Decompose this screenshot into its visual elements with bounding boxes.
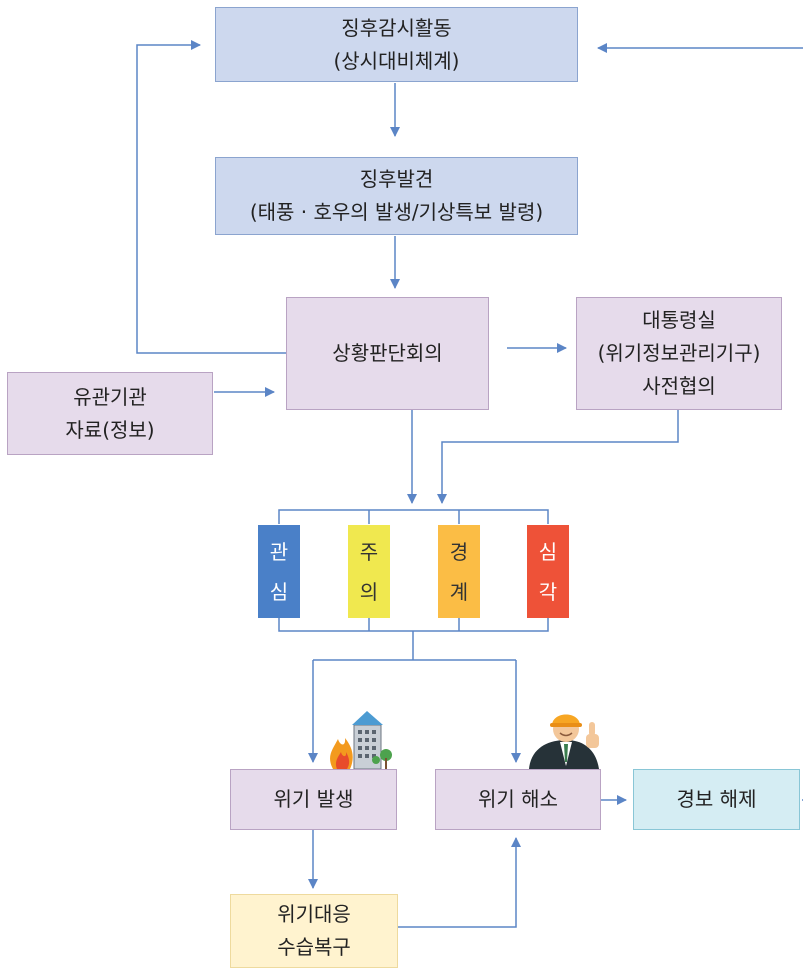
level-alert-bottom: 계 bbox=[449, 579, 469, 604]
worker-thumbs-up-icon bbox=[529, 714, 599, 769]
crisis-resolved-box: 위기 해소 bbox=[435, 769, 601, 830]
agency-data-subtitle: 자료(정보) bbox=[65, 417, 155, 442]
burning-building-icon bbox=[330, 711, 392, 770]
alert-lifted-title: 경보 해제 bbox=[676, 787, 757, 811]
situation-meeting-title: 상황판단회의 bbox=[332, 341, 443, 365]
level-alert-top: 경 bbox=[449, 539, 469, 564]
crisis-occurs-box: 위기 발생 bbox=[230, 769, 397, 830]
level-caution-bottom: 의 bbox=[359, 579, 379, 604]
level-caution: 주 의 bbox=[348, 525, 390, 618]
level-interest-top: 관 bbox=[269, 539, 289, 564]
presidential-office-subtitle: (위기정보관리기구) bbox=[597, 341, 761, 365]
arrow-presidential-office-to-levels bbox=[437, 410, 679, 504]
level-caution-top: 주 bbox=[359, 539, 379, 564]
detection-title: 징후발견 bbox=[359, 167, 434, 191]
levels-top-bracket bbox=[278, 509, 549, 524]
level-serious-top: 심 bbox=[538, 539, 558, 564]
alert-lifted-box: 경보 해제 bbox=[633, 769, 800, 830]
arrow-response-to-crisis-resolved bbox=[398, 837, 521, 928]
level-serious: 심 각 bbox=[527, 525, 569, 618]
detection-box: 징후발견 (태풍 · 호우의 발생/기상특보 발령) bbox=[215, 157, 578, 235]
monitoring-subtitle: (상시대비체계) bbox=[333, 48, 460, 73]
level-serious-bottom: 각 bbox=[538, 579, 558, 604]
response-recovery-subtitle: 수습복구 bbox=[277, 935, 351, 959]
agency-data-box: 유관기관 자료(정보) bbox=[7, 372, 213, 455]
presidential-office-title: 대통령실 bbox=[642, 308, 716, 332]
crisis-resolved-title: 위기 해소 bbox=[478, 787, 558, 811]
situation-meeting-box: 상황판단회의 bbox=[286, 297, 489, 410]
level-alert: 경 계 bbox=[438, 525, 480, 618]
level-interest-bottom: 심 bbox=[269, 579, 289, 604]
presidential-office-note: 사전협의 bbox=[642, 374, 716, 398]
crisis-occurs-title: 위기 발생 bbox=[273, 787, 354, 811]
level-interest: 관 심 bbox=[258, 525, 300, 618]
detection-subtitle: (태풍 · 호우의 발생/기상특보 발령) bbox=[249, 200, 544, 224]
monitoring-box: 징후감시활동 (상시대비체계) bbox=[215, 7, 578, 82]
agency-data-title: 유관기관 bbox=[73, 384, 147, 409]
response-recovery-title: 위기대응 bbox=[277, 902, 351, 926]
levels-bottom-bracket bbox=[278, 618, 549, 632]
presidential-office-box: 대통령실 (위기정보관리기구) 사전협의 bbox=[576, 297, 782, 410]
arrow-meeting-feedback-to-monitoring bbox=[136, 40, 286, 354]
response-recovery-box: 위기대응 수습복구 bbox=[230, 894, 398, 968]
monitoring-title: 징후감시활동 bbox=[341, 15, 452, 40]
